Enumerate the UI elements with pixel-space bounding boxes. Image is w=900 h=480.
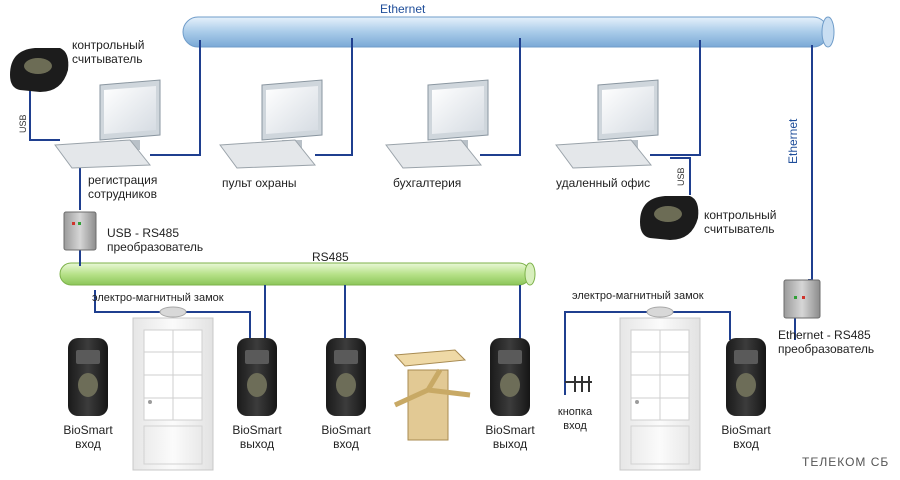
ethernet-bus-label: Ethernet <box>380 2 426 16</box>
biometric-terminal-4 <box>490 338 530 416</box>
workstation-registration <box>54 79 161 169</box>
ethernet-bus <box>182 16 835 48</box>
lock-1-label: электро-магнитный замок <box>92 292 224 304</box>
workstation-accounting-label: бухгалтерия <box>393 176 462 190</box>
rs485-bus <box>59 262 536 286</box>
workstation-remote-office <box>555 79 659 169</box>
biometric-terminal-2 <box>237 338 277 416</box>
workstation-security-label: пульт охраны <box>222 176 297 190</box>
fingerprint-reader-2 <box>640 196 699 240</box>
exit-button-device <box>564 370 592 395</box>
biometric-terminal-5 <box>726 338 766 416</box>
usb-label-1: USB <box>18 114 28 133</box>
door-2 <box>619 306 701 471</box>
turnstile <box>393 349 471 441</box>
biometric-terminal-1 <box>68 338 108 416</box>
workstation-accounting <box>385 79 489 169</box>
door-1 <box>132 306 214 471</box>
brand-logo: ТЕЛЕКОМ СБ <box>802 455 890 469</box>
workstation-remote-office-label: удаленный офис <box>556 176 651 190</box>
ethernet-vertical-label: Ethernet <box>786 118 800 164</box>
ethernet-rs485-converter <box>783 279 821 319</box>
lock-2-label: электро-магнитный замок <box>572 290 704 302</box>
rs485-bus-label: RS485 <box>312 250 349 264</box>
usb-label-2: USB <box>676 167 686 186</box>
fingerprint-reader-1 <box>10 48 69 92</box>
workstation-security <box>219 79 323 169</box>
usb-rs485-converter <box>63 211 97 251</box>
biometric-terminal-3 <box>326 338 366 416</box>
